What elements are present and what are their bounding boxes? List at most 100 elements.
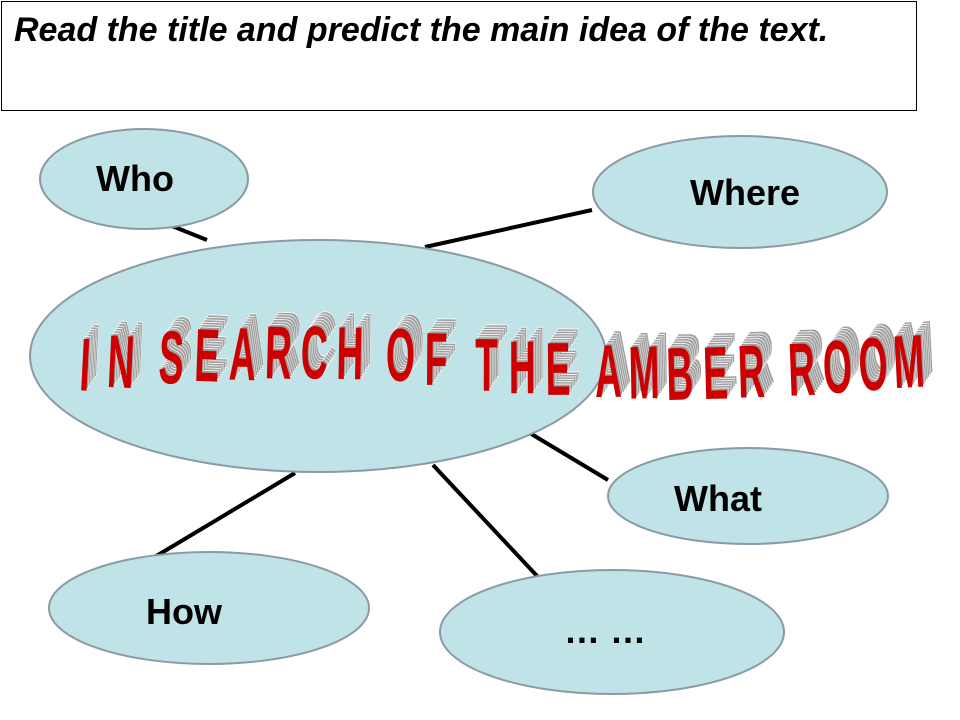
title-letter-shadow: E — [195, 310, 223, 396]
title-letter-shadow: R — [267, 305, 296, 391]
connector-where — [424, 208, 593, 249]
title-letter-shadow: F — [429, 309, 452, 394]
what-label: What — [674, 478, 762, 519]
title-letter-shadow: F — [426, 314, 449, 399]
title-letter-shadow: M — [636, 318, 669, 403]
title-letter-shadow: I — [83, 315, 98, 400]
title-letter-shadow: B — [670, 324, 699, 409]
title-letter-shadow: B — [673, 319, 702, 404]
title-letter-shadow: T — [481, 313, 504, 398]
title-letter: N — [106, 319, 137, 405]
title-letter-shadow: S — [160, 310, 188, 396]
title-letter-shadow: O — [393, 300, 423, 385]
title-letter-shadow: O — [389, 307, 419, 392]
title-letter-shadow: R — [740, 324, 769, 410]
title-letter-shadow: F — [428, 312, 451, 397]
title-letter-shadow: T — [480, 315, 503, 400]
title-letter-shadow: H — [512, 320, 539, 405]
title-letter-shadow: R — [746, 314, 775, 400]
title-letter-shadow: M — [631, 325, 664, 410]
title-letter-shadow: O — [861, 314, 894, 400]
title-letter-shadow: C — [309, 295, 338, 380]
title-letter-shadow: O — [824, 319, 856, 405]
etc-label: … … — [564, 610, 646, 651]
title-letter-shadow: T — [485, 308, 508, 393]
title-letter-shadow: A — [233, 304, 262, 390]
title-letter-shadow: A — [602, 316, 630, 401]
who-label: Who — [96, 158, 174, 199]
title-letter-shadow: A — [236, 299, 265, 385]
title-letter-shadow: M — [899, 306, 934, 392]
connector-etc — [431, 463, 540, 579]
title-letter-shadow: O — [865, 309, 898, 395]
title-letter-shadow: R — [741, 321, 770, 407]
title-letter-shadow: O — [829, 312, 861, 398]
title-letter-shadow: R — [793, 317, 823, 403]
title-letter-shadow: C — [308, 298, 337, 383]
title-letter-shadow: T — [478, 318, 501, 403]
title-letter: M — [891, 318, 926, 404]
title-letter-shadow: S — [159, 312, 187, 398]
title-letter-shadow: R — [274, 295, 303, 381]
title-letter-shadow: H — [517, 313, 544, 398]
title-letter-shadow: B — [667, 329, 696, 414]
title-letter-shadow: O — [863, 311, 896, 397]
title-letter-shadow: R — [269, 303, 298, 389]
title-letter-shadow: A — [599, 321, 627, 406]
title-letter: E — [702, 330, 729, 416]
central-topic-bubble — [29, 239, 607, 473]
who-bubble — [39, 128, 249, 230]
title-letter-shadow: E — [201, 300, 229, 386]
title-letter-shadow: R — [266, 307, 295, 393]
title-letter-shadow: R — [738, 326, 767, 412]
title-letter: S — [157, 315, 185, 401]
title-letter-shadow: E — [548, 322, 573, 407]
title-letter: I — [78, 322, 93, 407]
title-letter: O — [821, 324, 853, 410]
title-letter-shadow: H — [344, 299, 372, 384]
title-letter-shadow: R — [795, 314, 825, 400]
title-letter-shadow: N — [109, 314, 140, 400]
title-letter-shadow: M — [634, 320, 667, 405]
title-letter-shadow: E — [196, 308, 224, 394]
title-letter-shadow: H — [337, 308, 365, 393]
title-letter: E — [193, 312, 221, 398]
title-letter-shadow: E — [550, 319, 575, 404]
title-letter-shadow: B — [669, 326, 698, 411]
title-letter-shadow: A — [601, 319, 629, 404]
title-letter-shadow: A — [234, 301, 263, 387]
title-letter-shadow: O — [866, 307, 899, 393]
title-letter: H — [509, 325, 536, 410]
title-letter-shadow: E — [547, 324, 572, 409]
title-letter: F — [424, 316, 447, 401]
title-letter-shadow: S — [164, 305, 192, 391]
title-letter-shadow: E — [707, 323, 734, 409]
title-letter-shadow: M — [901, 304, 936, 390]
title-letter-shadow: C — [301, 307, 330, 392]
title-letter-shadow: F — [434, 302, 457, 387]
title-letter: O — [385, 312, 415, 397]
title-letter: O — [857, 321, 890, 407]
title-letter-shadow: I — [80, 320, 95, 405]
how-bubble — [48, 551, 370, 665]
title-letter-shadow: N — [114, 307, 145, 393]
title-letter-shadow: S — [167, 300, 195, 386]
title-letter-shadow: R — [791, 319, 821, 405]
instruction-box: Read the title and predict the main idea… — [1, 1, 917, 111]
title-letter-shadow: H — [339, 306, 367, 391]
title-letter-shadow: I — [88, 308, 103, 393]
title-letter-shadow: H — [342, 301, 370, 386]
title-letter-shadow: I — [86, 310, 101, 395]
title-letter-shadow: O — [831, 309, 863, 395]
title-letter-shadow: H — [518, 310, 545, 395]
title-letter-shadow: F — [431, 307, 454, 392]
connector-how — [151, 471, 297, 560]
title-letter-shadow: O — [860, 316, 893, 402]
title-letter: T — [475, 322, 498, 407]
title-letter-shadow: A — [598, 324, 626, 409]
title-letter-shadow: M — [629, 327, 662, 412]
title-letter-shadow: F — [432, 304, 455, 389]
title-letter-shadow: N — [107, 316, 138, 402]
title-letter-shadow: E — [555, 312, 580, 397]
